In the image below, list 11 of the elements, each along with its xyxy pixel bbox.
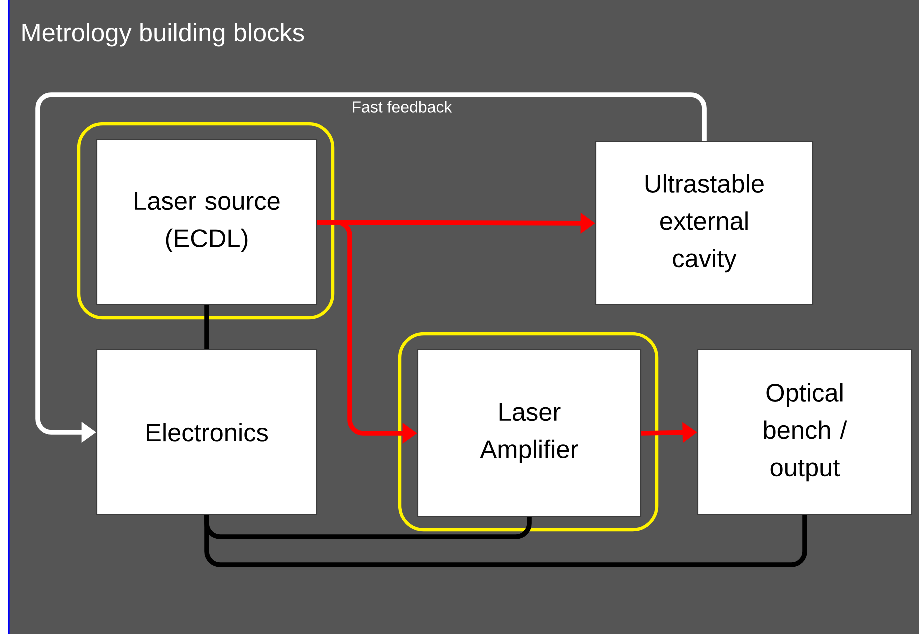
edge-label: Fast feedback [350, 99, 454, 115]
process-box: Laser source (ECDL) [96, 139, 318, 306]
highlight-frame [398, 332, 659, 532]
connector-line [204, 306, 210, 350]
process-box: Optical bench / output [697, 349, 913, 516]
process-box: Ultrastable external cavity [595, 141, 814, 306]
title: Metrology building blocks [22, 23, 304, 47]
connector-line [204, 516, 808, 568]
process-box: Electronics [96, 349, 318, 516]
process-box: Laser Amplifier [417, 349, 642, 518]
highlight-frame [77, 122, 335, 320]
